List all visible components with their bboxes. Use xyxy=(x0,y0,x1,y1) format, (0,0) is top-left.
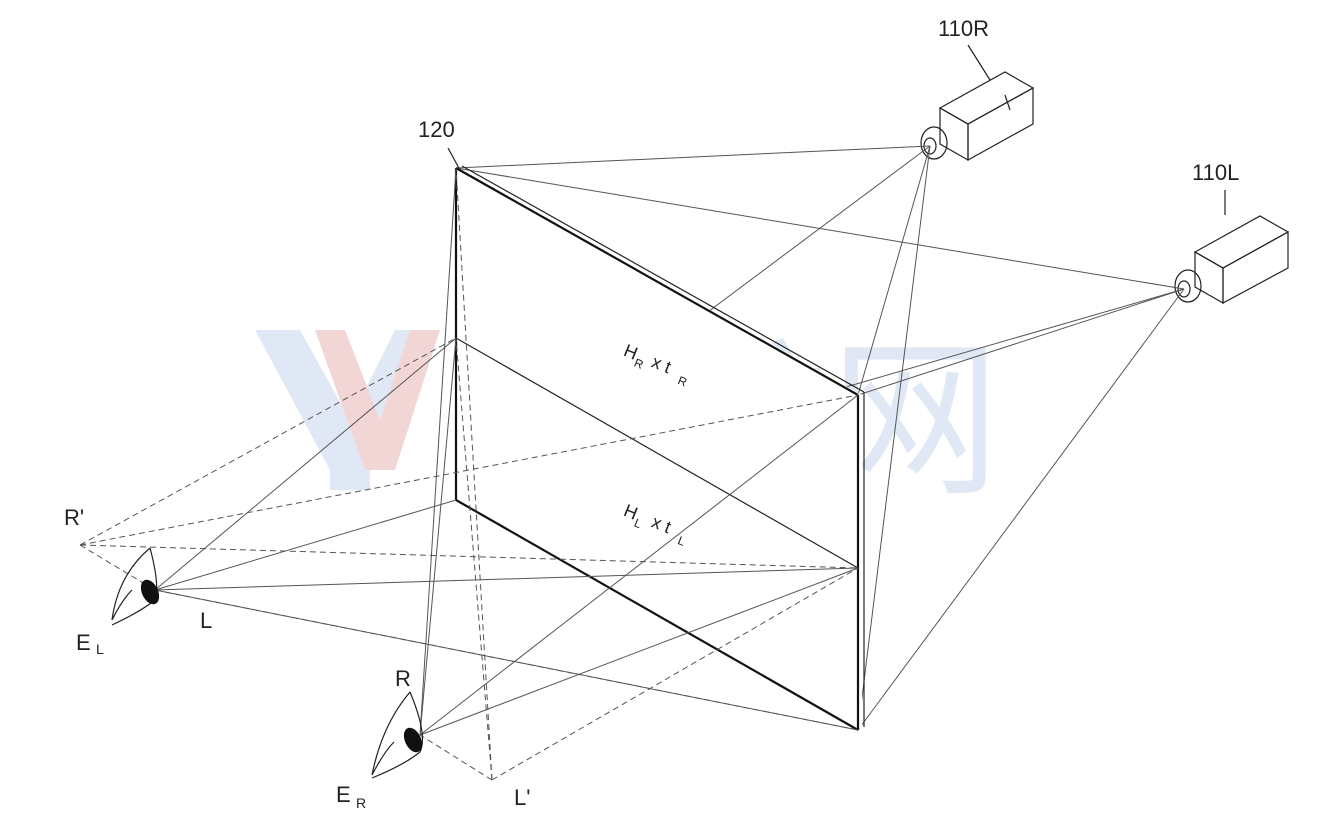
svg-text:L: L xyxy=(676,533,688,549)
label-110r: 110R xyxy=(938,16,989,41)
label-eye-right-sub: R xyxy=(356,795,366,811)
label-eye-right: E xyxy=(336,782,351,807)
virtual-rays xyxy=(79,167,859,781)
label-l-prime: L' xyxy=(514,785,530,810)
eye-rays xyxy=(154,167,859,736)
right-eye-icon xyxy=(371,691,423,779)
label-eye-left-sub: L xyxy=(96,641,104,657)
label-110l: 110L xyxy=(1192,160,1239,185)
leader-110r xyxy=(967,44,991,81)
left-eye-icon xyxy=(111,547,160,626)
svg-text:L: L xyxy=(632,516,644,532)
watermark-logo-v xyxy=(315,330,440,470)
label-r-prime: R' xyxy=(64,505,84,530)
label-120: 120 xyxy=(418,117,455,142)
screen-120 xyxy=(454,165,865,731)
label-l: L xyxy=(200,608,212,633)
camera-110r-icon xyxy=(920,71,1035,162)
leader-120 xyxy=(447,147,461,171)
label-eye-left: E xyxy=(76,630,91,655)
screen-midline xyxy=(455,337,859,569)
watermark-logo-y xyxy=(255,330,440,490)
label-r: R xyxy=(395,666,411,691)
camera-110l-icon xyxy=(1174,215,1290,305)
